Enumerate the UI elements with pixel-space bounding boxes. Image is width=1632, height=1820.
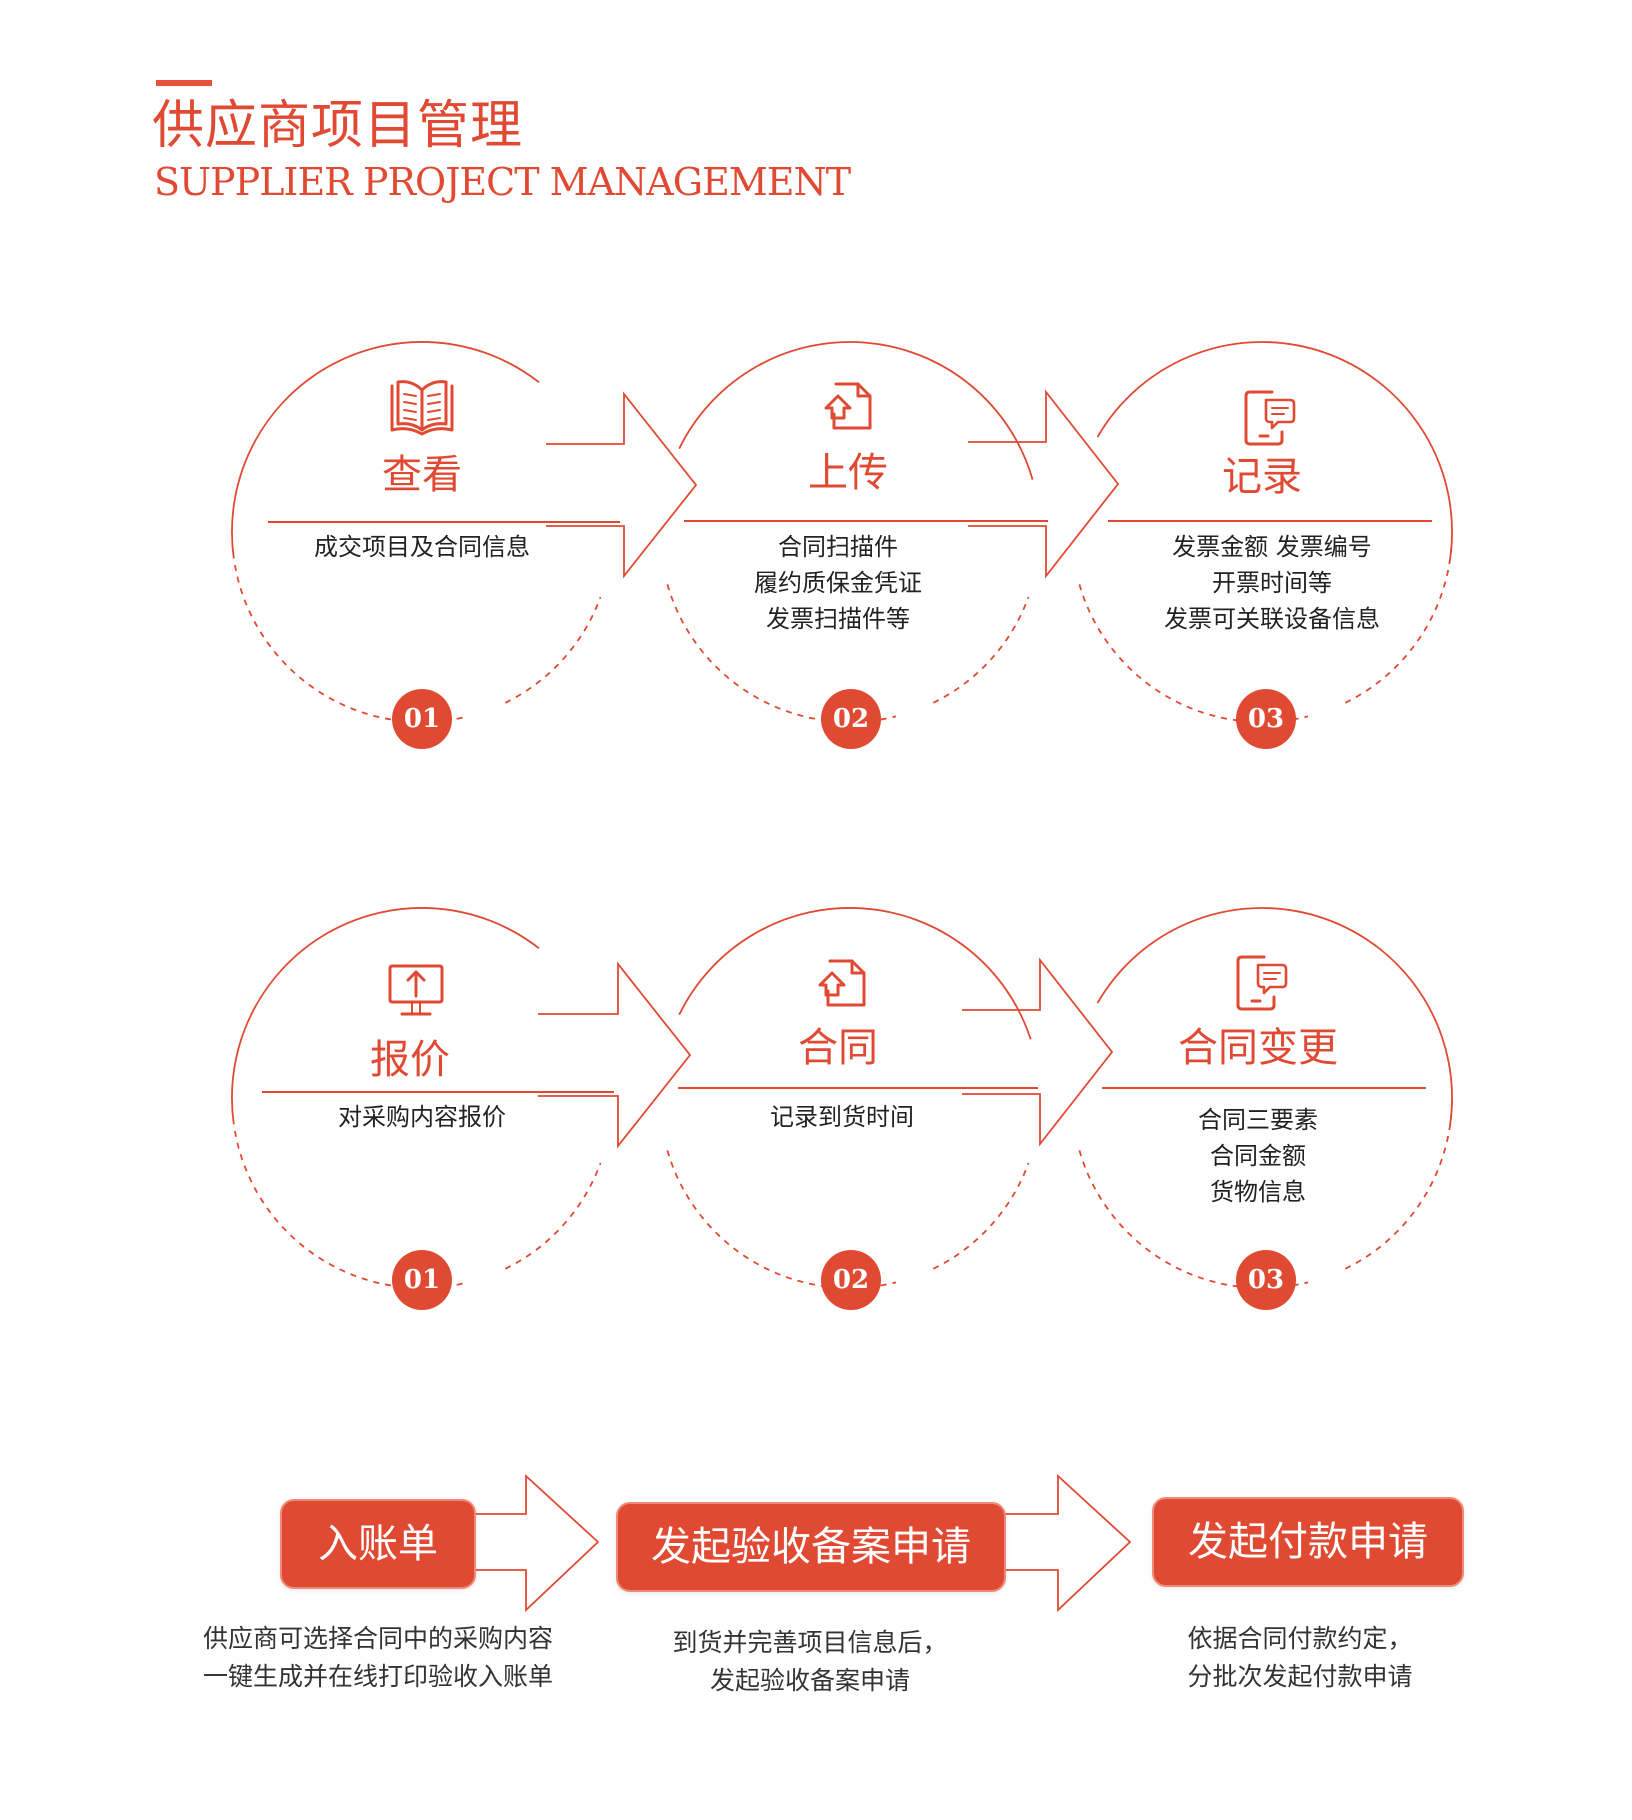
mobile-chat-icon bbox=[1244, 390, 1296, 446]
open-book-icon bbox=[390, 380, 454, 436]
flow-arrow bbox=[546, 391, 698, 579]
circle-arc bbox=[1096, 341, 1453, 559]
step-number-badge: 01 bbox=[392, 689, 452, 749]
acceptance-filing-button[interactable]: 发起验收备案申请 bbox=[616, 1502, 1006, 1592]
account-entry-button[interactable]: 入账单 bbox=[280, 1499, 476, 1589]
circle-arc bbox=[231, 907, 540, 1125]
bottom-description: 依据合同付款约定， 分批次发起付款申请 bbox=[1187, 1620, 1412, 1696]
dashed-arc bbox=[1078, 1150, 1309, 1289]
flow-arrow bbox=[1002, 1473, 1132, 1613]
step-title: 合同 bbox=[798, 1025, 878, 1071]
description-line: 到货并完善项目信息后， bbox=[672, 1628, 948, 1657]
step-number-badge: 01 bbox=[392, 1250, 452, 1310]
description-line: 供应商可选择合同中的采购内容 bbox=[202, 1624, 554, 1653]
dashed-arc bbox=[932, 1162, 1030, 1270]
step-description: 成交项目及合同信息 bbox=[314, 529, 530, 565]
header-accent-bar bbox=[156, 80, 212, 86]
step-description: 对采购内容报价 bbox=[338, 1099, 506, 1135]
step-title: 报价 bbox=[370, 1037, 450, 1083]
step-number-badge: 03 bbox=[1236, 1250, 1296, 1310]
page-title: 供应商项目管理 bbox=[152, 96, 524, 156]
dashed-arc bbox=[504, 1162, 602, 1270]
step-description: 合同三要素 合同金额 货物信息 bbox=[1198, 1102, 1318, 1210]
circle-arc bbox=[231, 341, 540, 559]
description-line: 合同三要素 bbox=[1198, 1106, 1318, 1134]
flow-arrow bbox=[472, 1473, 600, 1613]
description-line: 分批次发起付款申请 bbox=[1187, 1662, 1413, 1691]
circle-arc bbox=[678, 907, 1032, 1040]
description-line: 合同金额 bbox=[1210, 1142, 1306, 1170]
step-title: 查看 bbox=[382, 452, 462, 498]
flow-arrow bbox=[968, 389, 1120, 579]
description-line: 依据合同付款约定， bbox=[1187, 1624, 1413, 1653]
step-description: 合同扫描件 履约质保金凭证 发票扫描件等 bbox=[754, 529, 922, 637]
description-line: 发起验收备案申请 bbox=[709, 1666, 911, 1695]
circle-arc bbox=[678, 341, 1034, 480]
description-line: 货物信息 bbox=[1210, 1178, 1306, 1206]
description-line: 成交项目及合同信息 bbox=[314, 533, 530, 561]
file-upload-icon bbox=[824, 382, 872, 430]
step-title: 上传 bbox=[808, 450, 888, 496]
step-number-badge: 02 bbox=[821, 689, 881, 749]
step-description: 记录到货时间 bbox=[770, 1099, 914, 1135]
step-description: 发票金额 发票编号 开票时间等 发票可关联设备信息 bbox=[1164, 529, 1380, 637]
description-line: 发票可关联设备信息 bbox=[1164, 605, 1380, 633]
step-title: 记录 bbox=[1222, 454, 1302, 500]
description-line: 一键生成并在线打印验收入账单 bbox=[202, 1662, 554, 1691]
payment-request-button[interactable]: 发起付款申请 bbox=[1152, 1497, 1464, 1587]
step-number-badge: 02 bbox=[821, 1250, 881, 1310]
dashed-arc bbox=[504, 596, 602, 704]
flow-arrow bbox=[538, 961, 692, 1149]
description-line: 发票金额 发票编号 bbox=[1172, 533, 1372, 561]
description-line: 合同扫描件 bbox=[778, 533, 898, 561]
dashed-arc bbox=[666, 584, 897, 723]
step-number-badge: 03 bbox=[1236, 689, 1296, 749]
bottom-description: 供应商可选择合同中的采购内容 一键生成并在线打印验收入账单 bbox=[203, 1620, 553, 1696]
description-line: 履约质保金凭证 bbox=[754, 569, 922, 597]
description-line: 对采购内容报价 bbox=[338, 1103, 506, 1131]
bottom-description: 到货并完善项目信息后， 发起验收备案申请 bbox=[672, 1624, 947, 1700]
dashed-arc bbox=[1078, 584, 1309, 723]
dashed-arc bbox=[666, 1150, 897, 1289]
file-upload-icon bbox=[818, 959, 866, 1007]
dashed-arc bbox=[932, 596, 1030, 704]
description-line: 开票时间等 bbox=[1212, 569, 1332, 597]
step-title: 合同变更 bbox=[1178, 1025, 1338, 1071]
monitor-upload-icon bbox=[388, 964, 444, 1016]
description-line: 发票扫描件等 bbox=[766, 605, 910, 633]
flow-arrow bbox=[962, 957, 1114, 1147]
description-line: 记录到货时间 bbox=[770, 1103, 914, 1131]
dashed-arc bbox=[1344, 548, 1453, 704]
circle-arc bbox=[1096, 907, 1453, 1125]
page-subtitle: SUPPLIER PROJECT MANAGEMENT bbox=[154, 160, 851, 204]
dashed-arc bbox=[1344, 1114, 1453, 1270]
mobile-chat-icon bbox=[1236, 955, 1288, 1011]
